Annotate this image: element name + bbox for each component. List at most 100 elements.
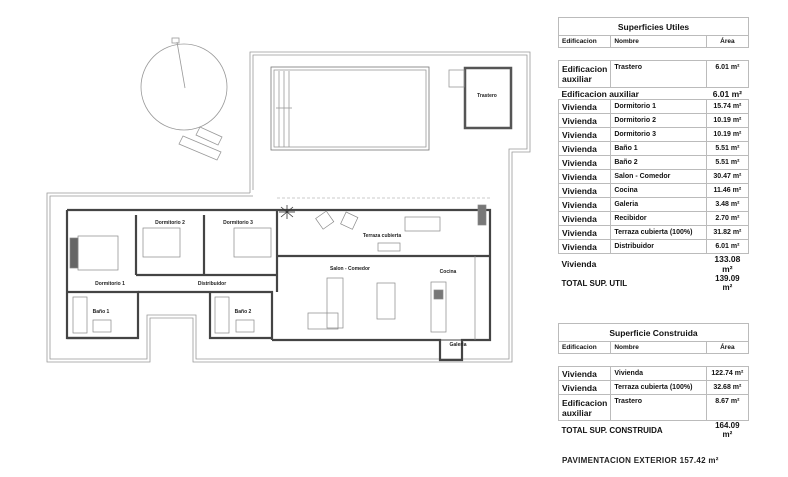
nombre-cell: Baño 2 [610,155,707,170]
floor-plan-drawing: Dormitorio 1 Dormitorio 2 Dormitorio 3 D… [46,37,531,363]
area-cell: 10.19 m² [705,127,750,142]
room-label-distribuidor: Distribuidor [198,281,226,287]
room-label-dormitorio-2: Dormitorio 2 [155,220,185,226]
nombre-cell: Dormitorio 2 [610,113,707,128]
pavimentacion-exterior: PAVIMENTACION EXTERIOR 157.42 m² [562,456,719,465]
edificacion-cell: Vivienda [557,366,612,381]
edificacion-cell: Vivienda [557,169,612,184]
armchair-icon [315,210,335,230]
area-cell: 122.74 m² [705,366,750,381]
nombre-cell: Vivienda [610,366,707,381]
edificacion-cell: Vivienda [557,197,612,212]
house-outer-wall [67,208,492,362]
armchair-icon [340,211,359,230]
kitchen-island-icon [430,281,447,333]
area-cell: 5.51 m² [705,141,750,156]
edificacion-cell: Vivienda [557,155,612,170]
edificacion-cell: Vivienda [557,99,612,114]
plot-boundary [46,51,531,363]
sunbed-icon [195,126,223,146]
bed-icon [142,227,181,258]
room-label-bano-1: Baño 1 [93,309,110,315]
outdoor-table-icon [404,216,441,232]
dining-table-icon [376,282,396,320]
nombre-cell: Recibidor [610,211,707,226]
sofa-icon [326,277,344,329]
col-header: Nombre [610,35,707,48]
table-title: Superficies Utiles [558,17,749,36]
edificacion-cell: Vivienda [557,141,612,156]
room-label-cocina: Cocina [440,269,457,275]
col-header: Nombre [610,341,707,354]
room-label-trastero: Trastero [477,93,497,99]
area-cell: 3.48 m² [705,197,750,212]
bed-icon [233,227,272,258]
area-cell: 30.47 m² [705,169,750,184]
room-label-dormitorio-3: Dormitorio 3 [223,220,253,226]
nombre-cell: Distribuidor [610,239,707,254]
round-table-icon [140,43,228,131]
edificacion-cell: Vivienda [557,380,612,395]
nombre-cell: Baño 1 [610,141,707,156]
nombre-cell: Cocina [610,183,707,198]
area-cell: 10.19 m² [705,113,750,128]
table-title: Superficie Construida [558,323,749,342]
area-cell: 32.68 m² [705,380,750,395]
area-cell: 5.51 m² [705,155,750,170]
area-cell: 15.74 m² [705,99,750,114]
edificacion-cell: Vivienda [557,211,612,226]
nombre-cell: Trastero [610,394,707,421]
room-label-terraza: Terraza cubierta [363,233,401,239]
area-cell: 2.70 m² [705,211,750,226]
edificacion-cell: Vivienda [557,127,612,142]
pool [270,66,430,151]
area-cell: 6.01 m² [705,239,750,254]
nombre-cell: Salon - Comedor [610,169,707,184]
col-header: Área [705,35,750,48]
area-cell: 31.82 m² [705,225,750,240]
bed-icon [77,235,119,271]
edificacion-cell: Vivienda [557,239,612,254]
nombre-cell: Dormitorio 1 [610,99,707,114]
area-cell: 8.67 m² [705,394,750,421]
sunbed-icon [178,135,222,161]
room-label-salon: Salon - Comedor [330,266,370,272]
palm-plant-icon [279,205,295,219]
room-label-galeria: Galeria [450,342,467,348]
col-header: Área [705,341,750,354]
nombre-cell: Galeria [610,197,707,212]
room-label-dormitorio-1: Dormitorio 1 [95,281,125,287]
nombre-cell: Terraza cubierta (100%) [610,225,707,240]
area-cell: 11.46 m² [705,183,750,198]
edificacion-cell: Edificacion auxiliar [557,394,612,421]
nombre-cell: Dormitorio 3 [610,127,707,142]
edificacion-cell: Vivienda [557,113,612,128]
room-label-bano-2: Baño 2 [235,309,252,315]
edificacion-cell: Vivienda [557,225,612,240]
edificacion-cell: Vivienda [557,183,612,198]
col-header: Edificacion [557,35,612,48]
nombre-cell: Terraza cubierta (100%) [610,380,707,395]
